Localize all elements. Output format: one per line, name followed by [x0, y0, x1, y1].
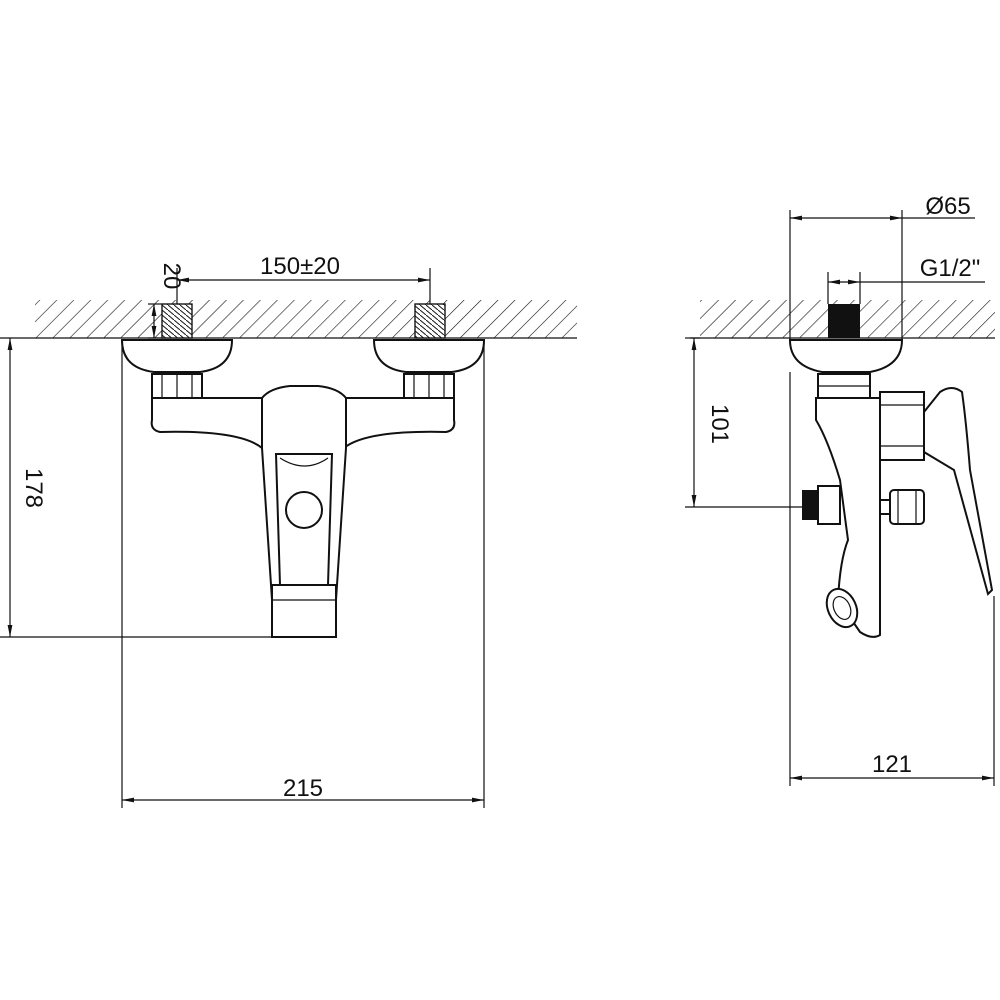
dim-centers-label: 150±20 — [260, 253, 340, 280]
spout-box — [271, 584, 337, 638]
escutcheon-left — [120, 339, 234, 373]
wall-hatch-front — [35, 300, 577, 338]
dim-thread-depth-label: 20 — [158, 263, 185, 290]
front-view: 150±20 20 178 215 — [0, 253, 577, 808]
knob-circle — [285, 491, 323, 529]
escutcheon-side — [788, 339, 904, 373]
outlet-thread-side — [802, 490, 818, 520]
dim-depth-label: 121 — [872, 751, 912, 778]
spout-nozzle — [825, 587, 859, 629]
dim-outlet-height-label: 101 — [706, 404, 733, 444]
outlet-nut-side — [817, 485, 841, 525]
dim-width-label: 215 — [283, 775, 323, 802]
side-view: Ø65 G1/2" 101 121 — [685, 193, 995, 786]
dim-height-label: 178 — [20, 468, 47, 508]
dim-thread-label: G1/2" — [920, 255, 981, 282]
nut-side — [817, 373, 871, 399]
dim-diameter-label: Ø65 — [925, 193, 970, 220]
lever-handle — [923, 387, 994, 596]
cartridge-housing — [879, 391, 925, 461]
escutcheon-right — [372, 339, 486, 373]
mixer-body-side — [815, 397, 881, 638]
nut-left — [151, 373, 203, 399]
arm-right — [343, 397, 456, 451]
nut-right — [403, 373, 455, 399]
diverter-knob — [879, 489, 925, 525]
arm-left — [150, 397, 263, 451]
inlet-thread-side — [828, 304, 860, 338]
